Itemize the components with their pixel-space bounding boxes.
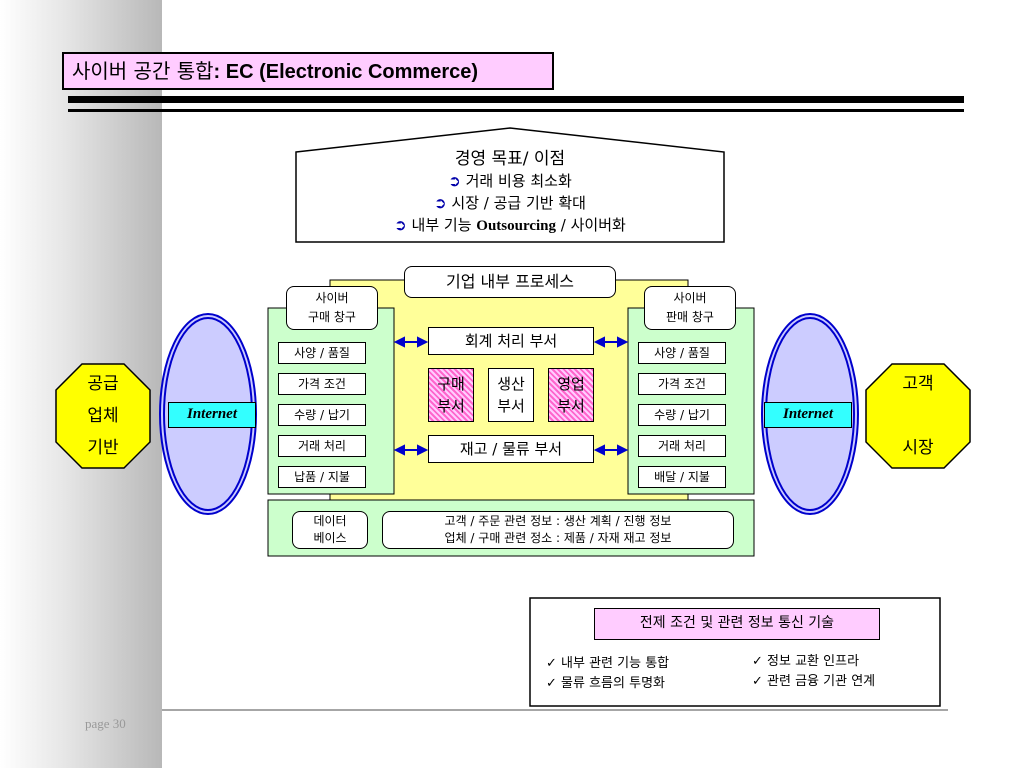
check-icon: ✓ (752, 674, 763, 689)
customer-octagon: 고객 시장 (902, 374, 934, 458)
check-icon: ✓ (546, 656, 557, 671)
sales-item: 가격 조건 (638, 373, 726, 395)
sales-item: 거래 처리 (638, 435, 726, 457)
internal-process-title: 기업 내부 프로세스 (404, 266, 616, 298)
arrow-icon: ➲ (434, 194, 447, 212)
goal-item: ➲ 내부 기능 Outsourcing / 사이버화 (394, 216, 626, 234)
conditions-right-list: ✓ 정보 교환 인프라 ✓ 관련 금융 기관 연계 (752, 652, 932, 692)
customer-octagon-shape (865, 363, 971, 469)
purchase-item: 납품 / 지불 (278, 466, 366, 488)
sales-item: 배달 / 지불 (638, 466, 726, 488)
sales-item: 수량 / 납기 (638, 404, 726, 426)
accounting-dept: 회계 처리 부서 (428, 327, 594, 355)
goal-item: ➲ 거래 비용 최소화 (448, 172, 572, 190)
internet-label-left: Internet (168, 402, 256, 428)
slide-title: 사이버 공간 통합: EC (Electronic Commerce) (62, 52, 554, 90)
internet-label-right: Internet (764, 402, 852, 428)
arrow-icon: ➲ (394, 216, 407, 234)
goals-box: 경영 목표/ 이점 ➲ 거래 비용 최소화 ➲ 시장 / 공급 기반 확대 ➲ … (300, 148, 720, 237)
title-rule-thin (68, 109, 964, 112)
goals-title: 경영 목표/ 이점 (454, 149, 566, 169)
purchase-item: 사양 / 품질 (278, 342, 366, 364)
list-item: ✓ 관련 금융 기관 연계 (752, 674, 876, 689)
goal-item: ➲ 시장 / 공급 기반 확대 (434, 194, 586, 212)
list-item: ✓ 물류 흐름의 투명화 (546, 676, 665, 691)
purchase-item: 거래 처리 (278, 435, 366, 457)
title-rule-thick (68, 96, 964, 103)
purchase-item: 수량 / 납기 (278, 404, 366, 426)
conditions-title: 전제 조건 및 관련 정보 통신 기술 (594, 608, 880, 640)
goals-box-shape (295, 127, 725, 243)
purchase-item: 가격 조건 (278, 373, 366, 395)
supplier-octagon-shape (55, 363, 151, 469)
conditions-left-list: ✓ 내부 관련 기능 통합 ✓ 물류 흐름의 투명화 (546, 654, 746, 694)
purchase-window-area (267, 307, 395, 495)
list-item: ✓ 내부 관련 기능 통합 (546, 656, 670, 671)
list-item: ✓ 정보 교환 인프라 (752, 654, 860, 669)
inventory-dept: 재고 / 물류 부서 (428, 435, 594, 463)
page-number: page 30 (85, 716, 126, 731)
check-icon: ✓ (752, 654, 763, 669)
arrow-icon: ➲ (448, 172, 461, 190)
double-arrows (393, 336, 629, 456)
sales-item: 사양 / 품질 (638, 342, 726, 364)
check-icon: ✓ (546, 676, 557, 691)
sales-window-area (627, 307, 755, 495)
